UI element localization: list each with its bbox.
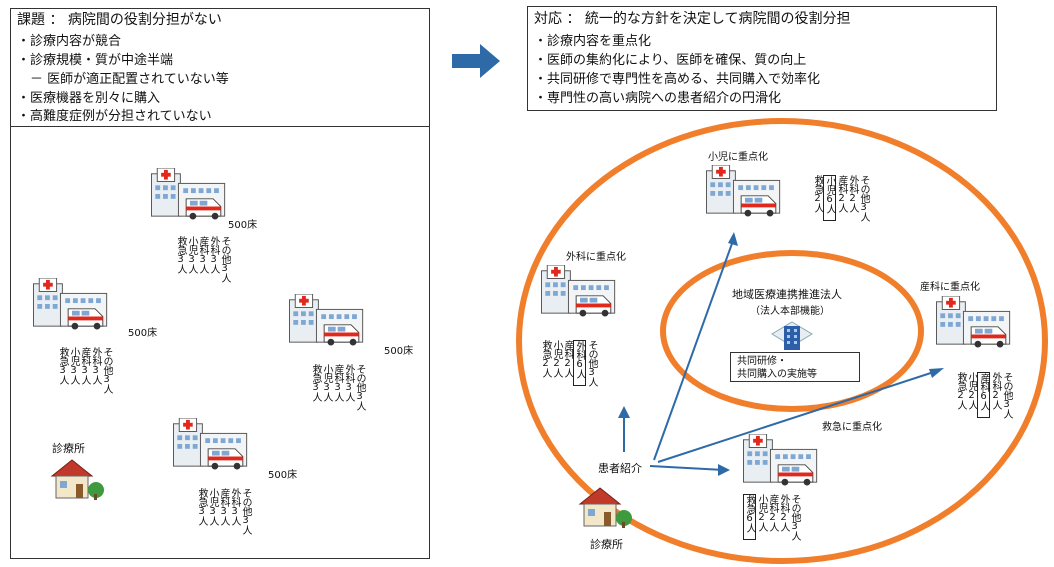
staff-count: 外科3人 bbox=[229, 488, 240, 525]
hq-subtitle: （法人本部機能） bbox=[750, 306, 830, 317]
clinic-icon bbox=[579, 487, 633, 529]
staff-count: 産科2人 bbox=[562, 340, 573, 377]
staff-count: 救急2人 bbox=[540, 340, 551, 377]
hq-title: 地域医療連携推進法人 bbox=[732, 288, 842, 301]
hospital-icon bbox=[706, 165, 781, 217]
staff-count: その他3人 bbox=[1001, 372, 1012, 418]
hq-activities-box: 共同研修・ 共同購入の実施等 bbox=[730, 352, 860, 382]
solution-bullet: ・診療内容を重点化 bbox=[534, 34, 652, 49]
staff-count: 小児3人 bbox=[207, 488, 218, 525]
focus-label-obstetrics: 産科に重点化 bbox=[920, 282, 980, 293]
problem-bullet: ・診療規模・質が中途半端 bbox=[17, 53, 174, 68]
staff-count: 小児2人 bbox=[756, 494, 767, 531]
focus-label-surgery: 外科に重点化 bbox=[566, 252, 626, 263]
solution-title: 対応 ： 統一的な方針を決定して病院間の役割分担 bbox=[534, 11, 851, 27]
hospital-icon bbox=[936, 296, 1011, 348]
staff-count: 産科2人 bbox=[836, 175, 847, 212]
solution-bullet: ・専門性の高い病院への患者紹介の円滑化 bbox=[534, 91, 782, 106]
staff-count: 小児2人 bbox=[966, 372, 977, 409]
staff-count-highlight: 外科6人 bbox=[573, 340, 586, 386]
staff-count: 産科3人 bbox=[197, 236, 208, 273]
staff-count-highlight: 産科6人 bbox=[977, 372, 990, 418]
staff-count: 産科3人 bbox=[332, 364, 343, 401]
staff-count: その他3人 bbox=[858, 175, 869, 221]
staff-count: 救急3人 bbox=[310, 364, 321, 401]
staff-count: その他3人 bbox=[354, 364, 365, 410]
problem-bullet: － 医師が適正配置されていない等 bbox=[17, 72, 229, 87]
right-arrow-icon bbox=[452, 44, 500, 78]
referral-label: 患者紹介 bbox=[598, 460, 642, 476]
staff-columns: 救急2人 小児2人 産科6人 外科2人 その他3人 bbox=[955, 372, 1012, 418]
bed-count: 500床 bbox=[228, 220, 258, 231]
staff-count: 外科3人 bbox=[90, 347, 101, 384]
staff-count: 産科3人 bbox=[79, 347, 90, 384]
hospital-icon bbox=[743, 434, 818, 486]
hq-inner-ring bbox=[660, 250, 924, 412]
staff-count: その他3人 bbox=[586, 340, 597, 386]
staff-columns: 救急2人 小児6人 産科2人 外科2人 その他3人 bbox=[812, 175, 869, 221]
staff-count: 救急3人 bbox=[175, 236, 186, 273]
problem-bullet: ・医療機器を別々に購入 bbox=[17, 91, 161, 106]
problem-bullet: ・高難度症例が分担されていない bbox=[17, 109, 212, 124]
staff-count: 産科3人 bbox=[218, 488, 229, 525]
problem-title: 課題 ： 病院間の役割分担がない bbox=[17, 12, 222, 28]
staff-columns: 救急3人 小児3人 産科3人 外科3人 その他3人 bbox=[57, 347, 112, 393]
staff-count-highlight: 救急6人 bbox=[743, 494, 756, 540]
staff-columns: 救急3人 小児3人 産科3人 外科3人 その他3人 bbox=[310, 364, 365, 410]
staff-count: 小児3人 bbox=[321, 364, 332, 401]
office-building-icon bbox=[771, 321, 813, 350]
staff-count: 救急3人 bbox=[57, 347, 68, 384]
staff-count: その他3人 bbox=[219, 236, 230, 282]
focus-label-pediatrics: 小児に重点化 bbox=[708, 152, 768, 163]
problem-bullet: ・診療内容が競合 bbox=[17, 34, 122, 49]
staff-columns: 救急2人 小児2人 産科2人 外科6人 その他3人 bbox=[540, 340, 597, 386]
staff-count: 外科3人 bbox=[208, 236, 219, 273]
staff-columns: 救急6人 小児2人 産科2人 外科2人 その他3人 bbox=[743, 494, 800, 540]
solution-box: 対応 ： 統一的な方針を決定して病院間の役割分担 ・診療内容を重点化 ・医師の集… bbox=[527, 6, 997, 111]
clinic-label: 診療所 bbox=[590, 538, 623, 551]
network-outer-ring bbox=[516, 118, 1048, 564]
problem-box: 課題 ： 病院間の役割分担がない ・診療内容が競合 ・診療規模・質が中途半端 －… bbox=[10, 8, 430, 127]
staff-columns: 救急3人 小児3人 産科3人 外科3人 その他3人 bbox=[175, 236, 230, 282]
staff-count: 外科2人 bbox=[778, 494, 789, 531]
staff-count: その他3人 bbox=[789, 494, 800, 540]
staff-count: 小児3人 bbox=[186, 236, 197, 273]
staff-count: 外科3人 bbox=[343, 364, 354, 401]
hospital-icon bbox=[541, 265, 616, 317]
focus-label-emergency: 救急に重点化 bbox=[822, 422, 882, 433]
staff-count: 小児3人 bbox=[68, 347, 79, 384]
staff-count: その他3人 bbox=[240, 488, 251, 534]
staff-count-highlight: 小児6人 bbox=[823, 175, 836, 221]
bed-count: 500床 bbox=[268, 470, 298, 481]
staff-count: 救急3人 bbox=[196, 488, 207, 525]
hq-activities-text: 共同研修・ 共同購入の実施等 bbox=[737, 356, 817, 380]
clinic-label: 診療所 bbox=[52, 442, 85, 455]
bed-count: 500床 bbox=[128, 328, 158, 339]
solution-bullet: ・共同研修で専門性を高める、共同購入で効率化 bbox=[534, 72, 821, 87]
solution-bullet: ・医師の集約化により、医師を確保、質の向上 bbox=[534, 53, 807, 68]
staff-count: 外科2人 bbox=[847, 175, 858, 212]
staff-count: 外科2人 bbox=[990, 372, 1001, 409]
staff-count: 救急2人 bbox=[955, 372, 966, 409]
staff-count: その他3人 bbox=[101, 347, 112, 393]
staff-count: 小児2人 bbox=[551, 340, 562, 377]
staff-columns: 救急3人 小児3人 産科3人 外科3人 その他3人 bbox=[196, 488, 251, 534]
staff-count: 産科2人 bbox=[767, 494, 778, 531]
bed-count: 500床 bbox=[384, 346, 414, 357]
staff-count: 救急2人 bbox=[812, 175, 823, 212]
